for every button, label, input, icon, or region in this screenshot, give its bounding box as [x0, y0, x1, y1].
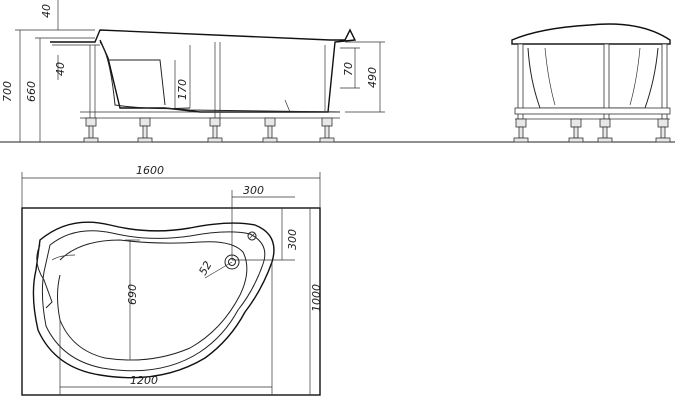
- side-leg: [85, 117, 97, 127]
- dim-660: 660: [25, 81, 38, 102]
- side-tub-body: [50, 28, 357, 113]
- drain-inner: [228, 258, 236, 266]
- dim-1000: 1000: [310, 284, 323, 312]
- side-leg: [139, 117, 151, 127]
- end-view: [511, 23, 671, 143]
- dim-1200: 1200: [130, 374, 158, 387]
- side-view: 700 660 40 40 170 70 490: [1, 0, 385, 143]
- end-leg: [515, 118, 527, 128]
- side-leg: [321, 117, 333, 127]
- drain-outer: [224, 254, 240, 270]
- overflow: [247, 231, 257, 241]
- dim-1600: 1600: [136, 164, 164, 177]
- dim-490: 490: [366, 67, 379, 88]
- dim-300-v: 300: [286, 229, 299, 250]
- end-leg: [599, 118, 611, 128]
- side-leg: [264, 117, 276, 127]
- dim-690: 690: [126, 284, 139, 305]
- plan-view: 1600 300 300 1000 52 690: [21, 164, 323, 396]
- dim-40-top: 40: [40, 4, 53, 18]
- dim-70: 70: [342, 62, 355, 76]
- dim-52: 52: [196, 259, 214, 278]
- end-leg: [570, 118, 582, 128]
- dim-700: 700: [1, 81, 14, 102]
- dim-170: 170: [176, 79, 189, 100]
- dim-40-inner: 40: [54, 62, 67, 76]
- side-leg: [209, 117, 221, 127]
- dim-300-h: 300: [243, 184, 264, 197]
- end-leg: [657, 118, 669, 128]
- plan-outline: [21, 207, 321, 396]
- plan-basin: [57, 239, 248, 361]
